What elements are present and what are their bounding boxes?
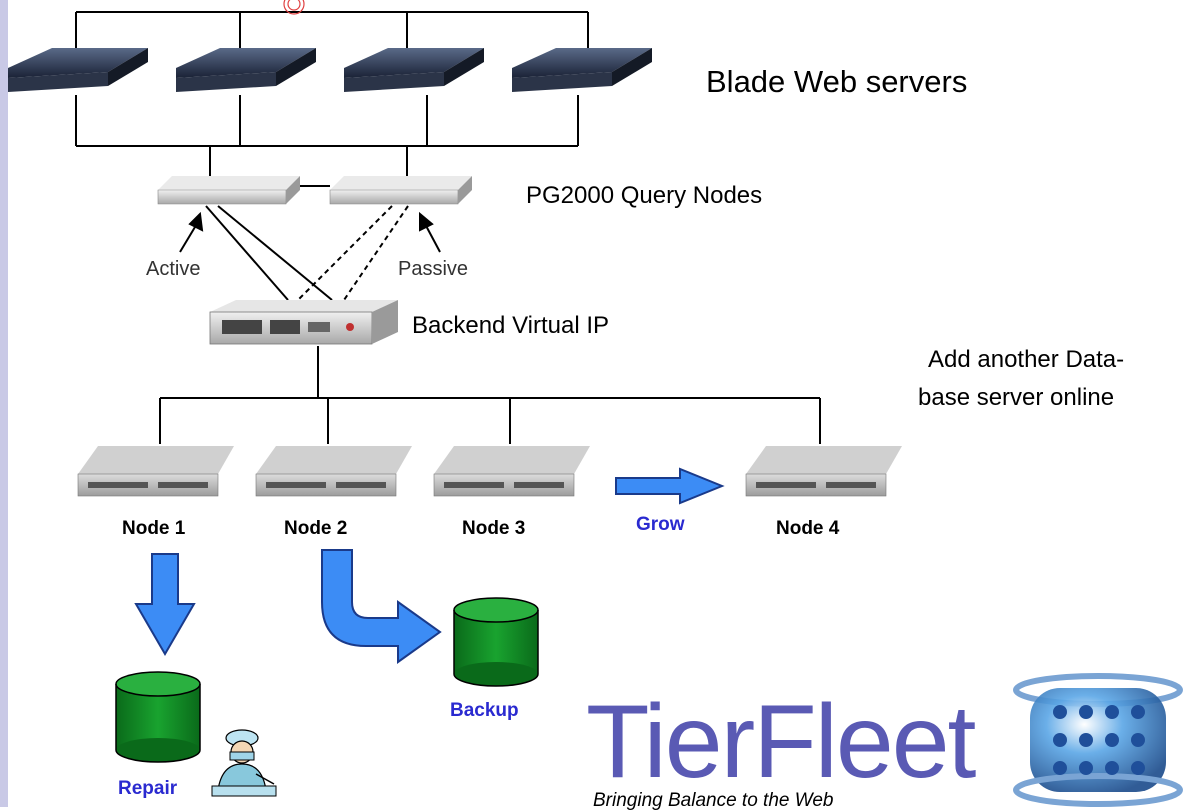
backup-db-cylinder [453, 597, 539, 687]
blade-server-2 [176, 48, 316, 92]
blade-server-3 [344, 48, 484, 92]
query-node-passive [329, 176, 472, 205]
surgeon-icon [211, 729, 277, 797]
backend-vip-label: Backend Virtual IP [412, 312, 610, 339]
passive-links [297, 205, 409, 301]
red-target-icon [283, 0, 305, 15]
grow-label: Grow [636, 514, 685, 535]
node-1-label: Node 1 [122, 518, 186, 539]
blade-lower-bus [75, 95, 579, 176]
active-label: Active [146, 258, 201, 280]
blade-server-1 [8, 48, 148, 92]
node-3-label: Node 3 [462, 518, 526, 539]
backup-label: Backup [450, 700, 519, 721]
passive-pointer-arrow [419, 211, 441, 253]
query-nodes-label: PG2000 Query Nodes [526, 182, 763, 209]
add-server-label-line1: Add another Data- [928, 346, 1125, 373]
blade-web-servers-label: Blade Web servers [706, 64, 968, 99]
repair-label: Repair [118, 778, 178, 799]
node-2-label: Node 2 [284, 518, 348, 539]
db-node-4 [745, 446, 902, 497]
tagline: Bringing Balance to the Web [593, 790, 834, 811]
tierfleet-orb-icon [1013, 673, 1183, 807]
top-bus [75, 11, 589, 48]
tierfleet-logo-text: TierFleet [586, 684, 976, 800]
slide-side-bar [0, 0, 8, 807]
passive-label: Passive [398, 258, 469, 280]
node-4-label: Node 4 [776, 518, 840, 539]
repair-db-cylinder [115, 671, 201, 763]
query-node-active [157, 176, 300, 205]
db-node-2 [255, 446, 412, 497]
active-pointer-arrow [179, 211, 204, 253]
backend-vip-appliance [209, 300, 398, 345]
node-bus [159, 346, 821, 444]
backup-arrow [321, 549, 442, 664]
grow-arrow [615, 467, 725, 505]
db-node-3 [433, 446, 590, 497]
blade-server-4 [512, 48, 652, 92]
add-server-label-line2: base server online [918, 384, 1115, 411]
db-node-1 [77, 446, 234, 497]
repair-arrow [134, 553, 196, 656]
